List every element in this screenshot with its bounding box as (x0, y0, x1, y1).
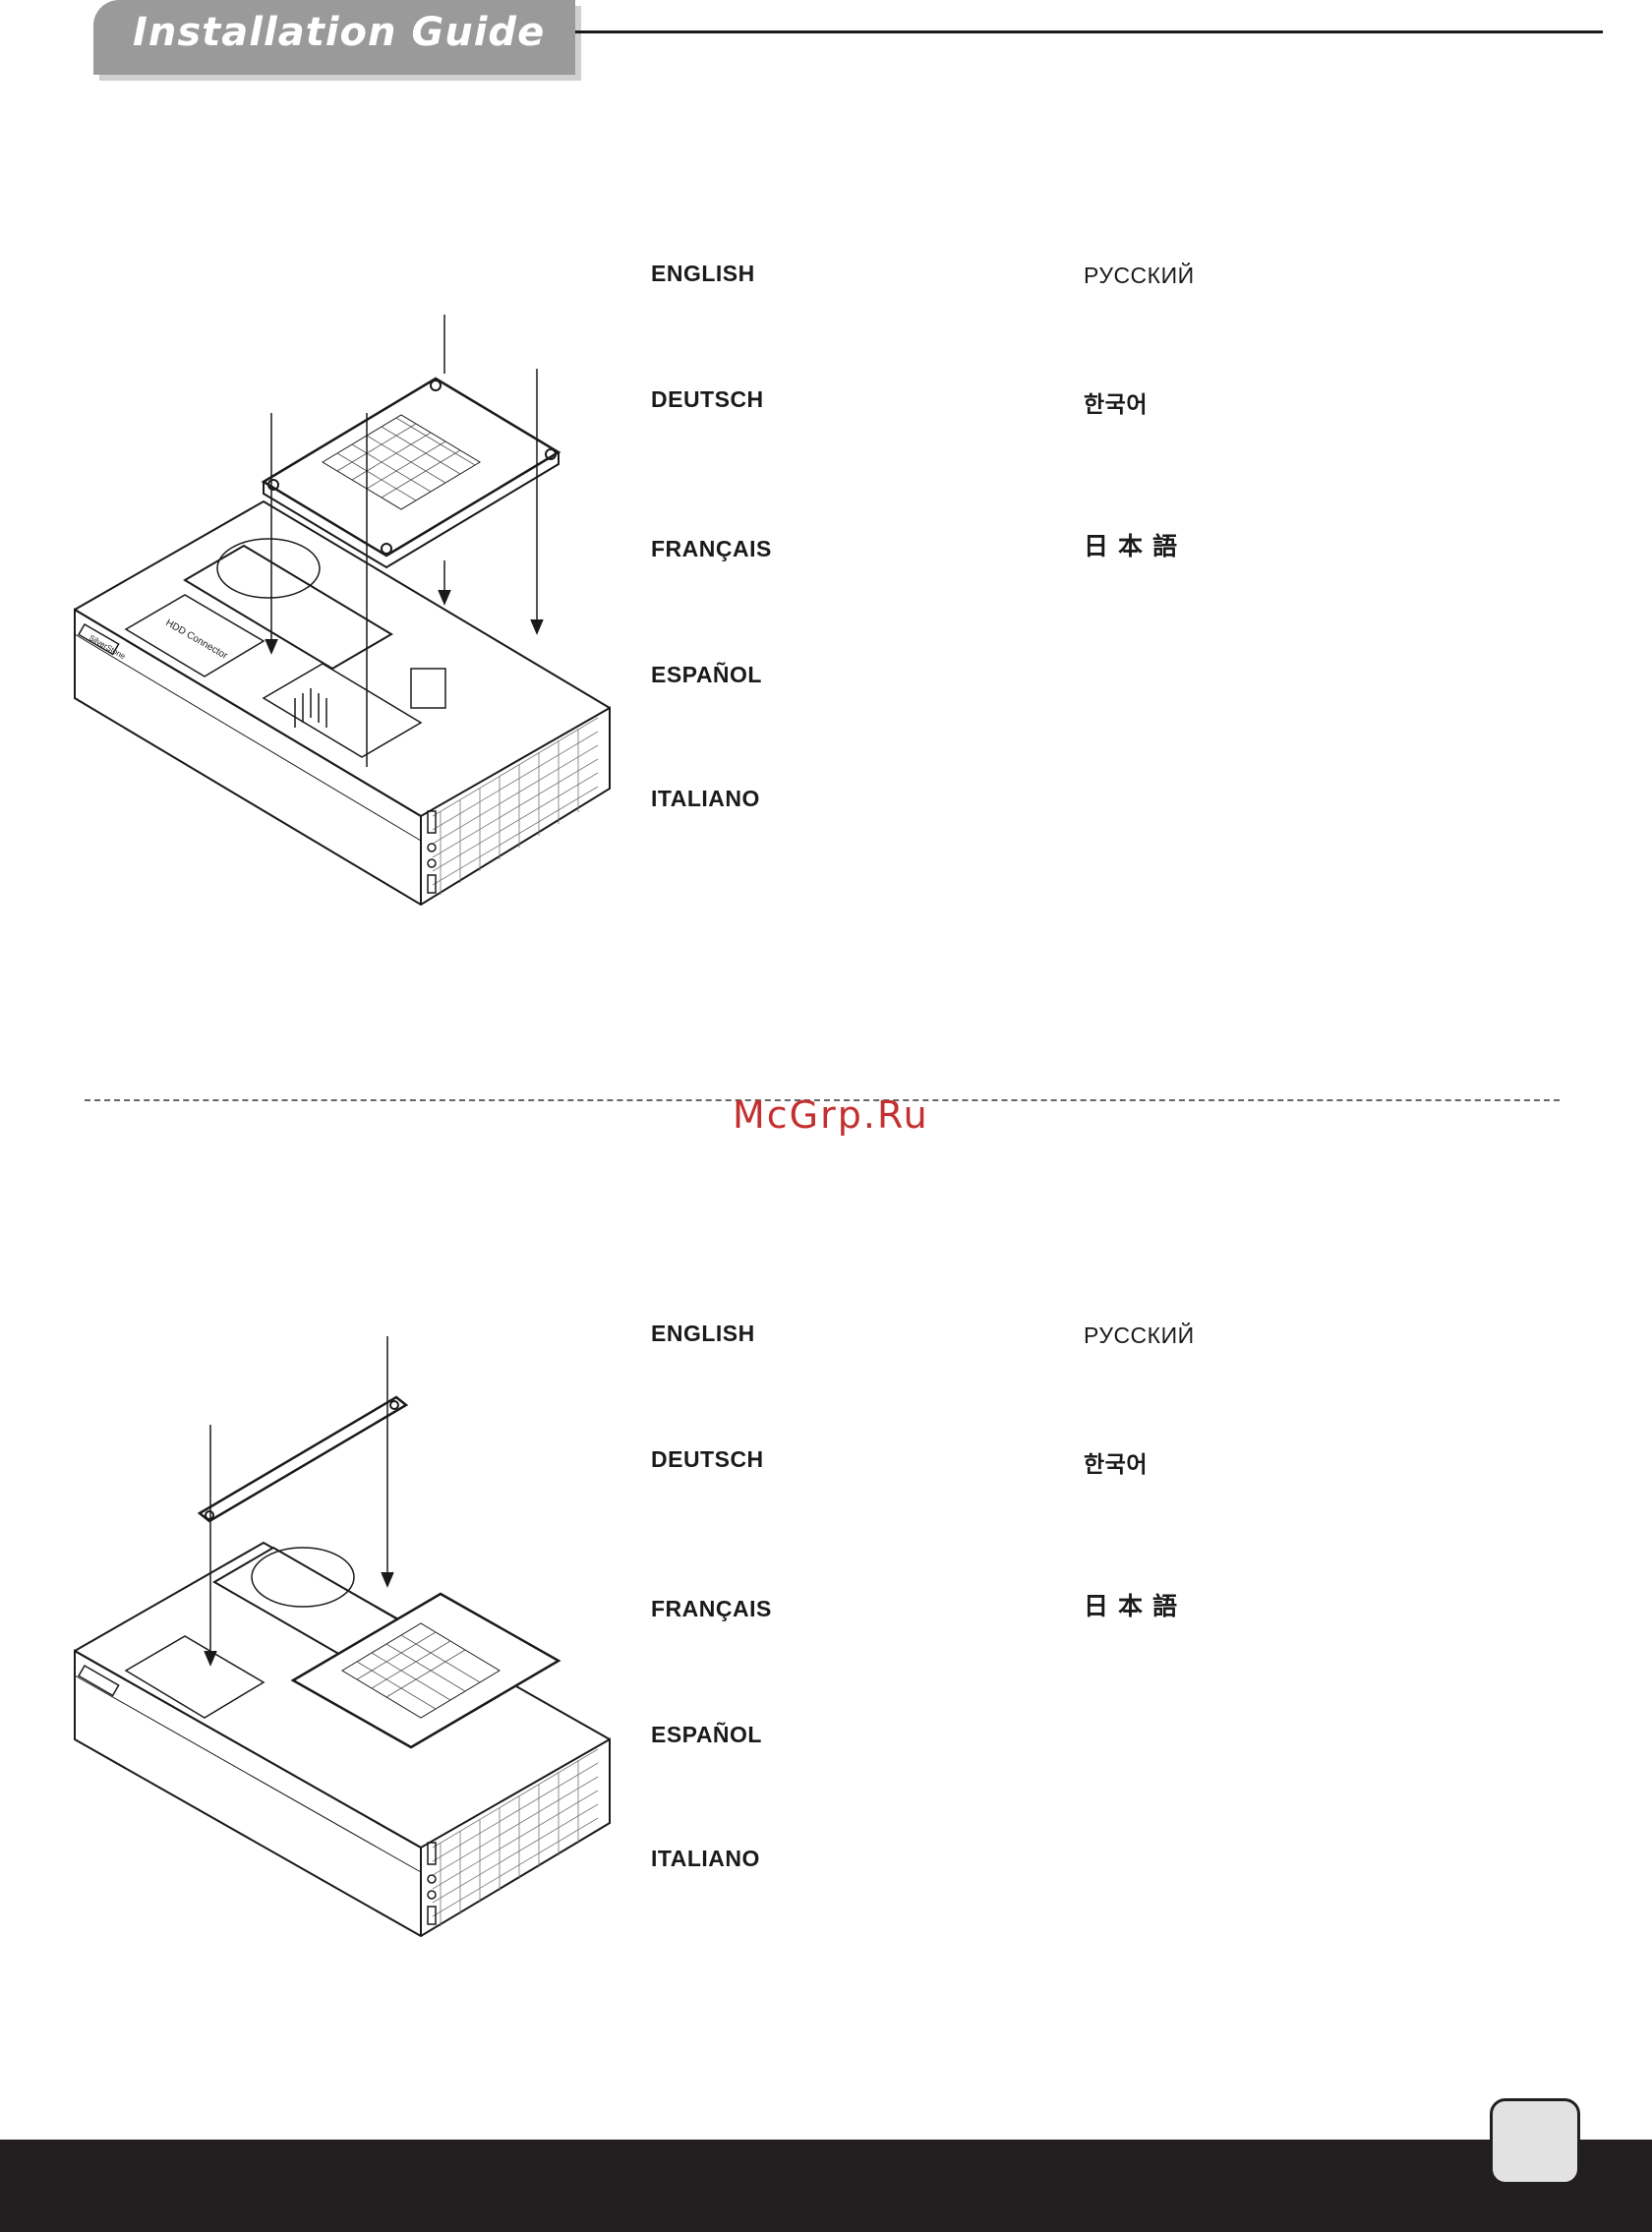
page-number-badge (1490, 2098, 1580, 2185)
lang-label-deutsch: DEUTSCH (651, 386, 764, 413)
lang-label-francais: FRANÇAIS (651, 536, 772, 562)
footer-bar (0, 2140, 1652, 2232)
lang-label-espanol: ESPAÑOL (651, 662, 762, 688)
heatsink (295, 688, 326, 728)
case-illustration-fan-bracket: SilverStone HDD Connector (67, 305, 618, 914)
header-rule (575, 30, 1603, 33)
lang-label-japanese: 日本語 (1084, 1587, 1187, 1622)
case-illustration-support-bar (67, 1336, 618, 1946)
page-title: Installation Guide (133, 10, 545, 55)
lang-label-deutsch: DEUTSCH (651, 1446, 764, 1473)
lang-label-francais: FRANÇAIS (651, 1596, 772, 1622)
watermark-text: McGrp.Ru (733, 1093, 929, 1137)
lang-label-espanol: ESPAÑOL (651, 1722, 762, 1748)
lang-label-japanese: 日本語 (1084, 527, 1187, 562)
lang-label-russian: РУССКИЙ (1084, 263, 1195, 289)
header-tab: Installation Guide (93, 0, 575, 75)
lang-label-italiano: ITALIANO (651, 1846, 760, 1872)
lang-label-korean: 한국어 (1084, 1445, 1148, 1479)
hdd-connector-text: HDD Connector (164, 617, 230, 662)
lang-label-korean: 한국어 (1084, 385, 1148, 419)
lang-label-english: ENGLISH (651, 261, 755, 287)
lang-label-english: ENGLISH (651, 1321, 755, 1347)
lang-label-russian: РУССКИЙ (1084, 1322, 1195, 1349)
lang-label-italiano: ITALIANO (651, 786, 760, 812)
